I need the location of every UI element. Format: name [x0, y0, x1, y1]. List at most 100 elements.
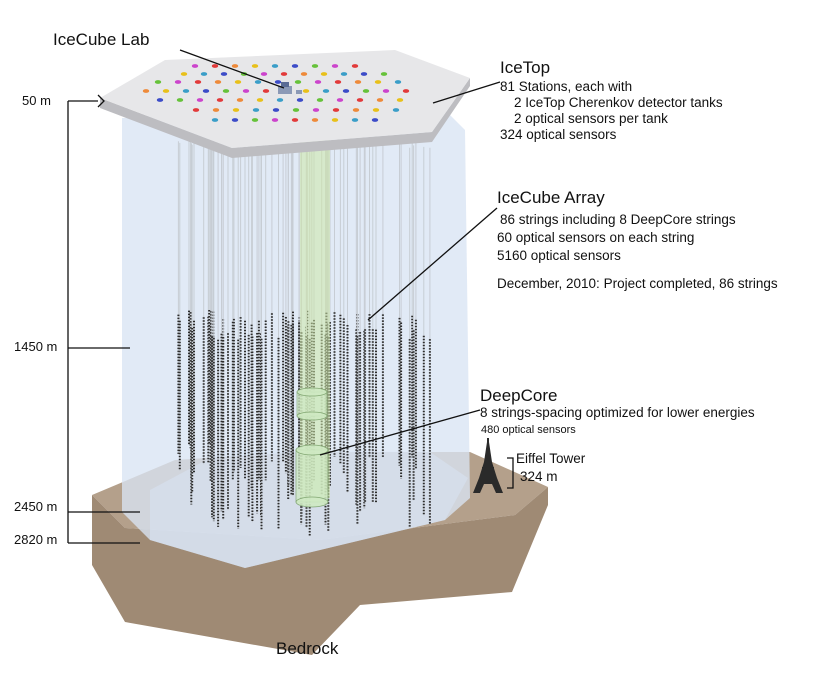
- icetop-station-dot: [212, 108, 220, 112]
- icetop-stations: [142, 64, 410, 122]
- icetop-station-dot: [362, 89, 370, 93]
- icetop-title: IceTop: [500, 58, 551, 77]
- icetop-station-dot: [231, 64, 239, 68]
- icetop-station-dot: [291, 64, 299, 68]
- icetop-station-dot: [271, 118, 279, 122]
- icetop-station-dot: [242, 89, 250, 93]
- icetop-station-dot: [394, 80, 402, 84]
- lab-leader: [179, 49, 285, 89]
- icetop-station-dot: [302, 89, 310, 93]
- icetop-station-dot: [162, 89, 170, 93]
- icetop-station-dot: [340, 72, 348, 76]
- icetop-station-dot: [356, 98, 364, 102]
- deepcore-cylinders: [295, 387, 329, 508]
- icetop-station-dot: [396, 98, 404, 102]
- icetop-station-dot: [331, 118, 339, 122]
- icetop-station-dot: [382, 89, 390, 93]
- icetop-line4: 324 optical sensors: [500, 127, 617, 142]
- icetop-station-dot: [182, 89, 190, 93]
- icetop-station-dot: [176, 98, 184, 102]
- icetop-station-dot: [371, 118, 379, 122]
- depth-label-2450m: 2450 m: [14, 499, 58, 514]
- bedrock-side: [92, 487, 548, 655]
- deepcore-line2: 480 optical sensors: [481, 424, 576, 436]
- icetop-station-dot: [311, 64, 319, 68]
- icetop-line1: 81 Stations, each with: [500, 79, 633, 94]
- icetop-station-dot: [314, 80, 322, 84]
- eiffel-title: Eiffel Tower: [516, 451, 586, 466]
- icetop-station-dot: [232, 108, 240, 112]
- icetop-station-dot: [376, 98, 384, 102]
- icetop-station-dot: [320, 72, 328, 76]
- deepcore-upper-cap: [296, 387, 328, 397]
- icetop-station-dot: [354, 80, 362, 84]
- icetop-station-dot: [251, 118, 259, 122]
- icetop-station-dot: [174, 80, 182, 84]
- icetop-station-dot: [234, 80, 242, 84]
- icetop-station-dot: [272, 108, 280, 112]
- icetop-line2: 2 IceTop Cherenkov detector tanks: [514, 95, 723, 110]
- depth-label-50m: 50 m: [22, 93, 51, 108]
- icetop-station-dot: [372, 108, 380, 112]
- icetop-station-dot: [351, 64, 359, 68]
- icetop-station-dot: [342, 89, 350, 93]
- array-line3: 5160 optical sensors: [497, 248, 621, 263]
- icetop-station-dot: [196, 98, 204, 102]
- bedrock-label: Bedrock: [276, 639, 339, 658]
- depth-scale: [67, 94, 140, 544]
- icetop-station-dot: [274, 80, 282, 84]
- icetop-station-dot: [360, 72, 368, 76]
- icetop-station-dot: [216, 98, 224, 102]
- icetop-leader: [432, 81, 501, 104]
- array-leader: [367, 207, 498, 321]
- eiffel-height: 324 m: [520, 469, 558, 484]
- icetop-station-dot: [392, 108, 400, 112]
- icetop-station-dot: [271, 64, 279, 68]
- icetop-line3: 2 optical sensors per tank: [514, 111, 668, 126]
- depth-label-2820m: 2820 m: [14, 532, 58, 547]
- icetop-station-dot: [331, 64, 339, 68]
- icetop-station-dot: [374, 80, 382, 84]
- eiffel-tower-icon: [473, 438, 503, 493]
- icetop-station-dot: [156, 98, 164, 102]
- ice-bottom-face: [150, 450, 468, 568]
- eiffel-bracket: [507, 457, 514, 489]
- icetop-station-dot: [192, 108, 200, 112]
- icetop-station-dot: [222, 89, 230, 93]
- icetop-station-dot: [200, 72, 208, 76]
- icetop-station-dot: [280, 72, 288, 76]
- icetop-station-dot: [211, 64, 219, 68]
- deepcore-upper-base: [296, 411, 328, 421]
- deepcore-lower-cap: [295, 444, 329, 456]
- icetop-station-dot: [312, 108, 320, 112]
- icetop-station-dot: [154, 80, 162, 84]
- icetop-station-dot: [352, 108, 360, 112]
- icetop-station-dot: [292, 108, 300, 112]
- array-line1: 86 strings including 8 DeepCore strings: [500, 212, 736, 227]
- icetop-station-dot: [262, 89, 270, 93]
- icetop-station-dot: [334, 80, 342, 84]
- array-line2: 60 optical sensors on each string: [497, 230, 695, 245]
- deepcore-title: DeepCore: [480, 386, 558, 405]
- icetop-station-dot: [252, 108, 260, 112]
- icetop-station-dot: [351, 118, 359, 122]
- icetop-station-dot: [231, 118, 239, 122]
- icetop-station-dot: [194, 80, 202, 84]
- surface-slab: [100, 50, 470, 148]
- icecube-lab-label: IceCube Lab: [53, 30, 150, 49]
- icetop-station-dot: [254, 80, 262, 84]
- icetop-station-dot: [402, 89, 410, 93]
- icetop-station-dot: [300, 72, 308, 76]
- icetop-station-dot: [191, 64, 199, 68]
- icetop-station-dot: [260, 72, 268, 76]
- icetop-station-dot: [322, 89, 330, 93]
- deepcore-lower-base: [295, 496, 329, 508]
- icetop-station-dot: [236, 98, 244, 102]
- icetop-station-dot: [180, 72, 188, 76]
- icetop-station-dot: [294, 80, 302, 84]
- icetop-station-dot: [251, 64, 259, 68]
- icetop-station-dot: [256, 98, 264, 102]
- icetop-station-dot: [142, 89, 150, 93]
